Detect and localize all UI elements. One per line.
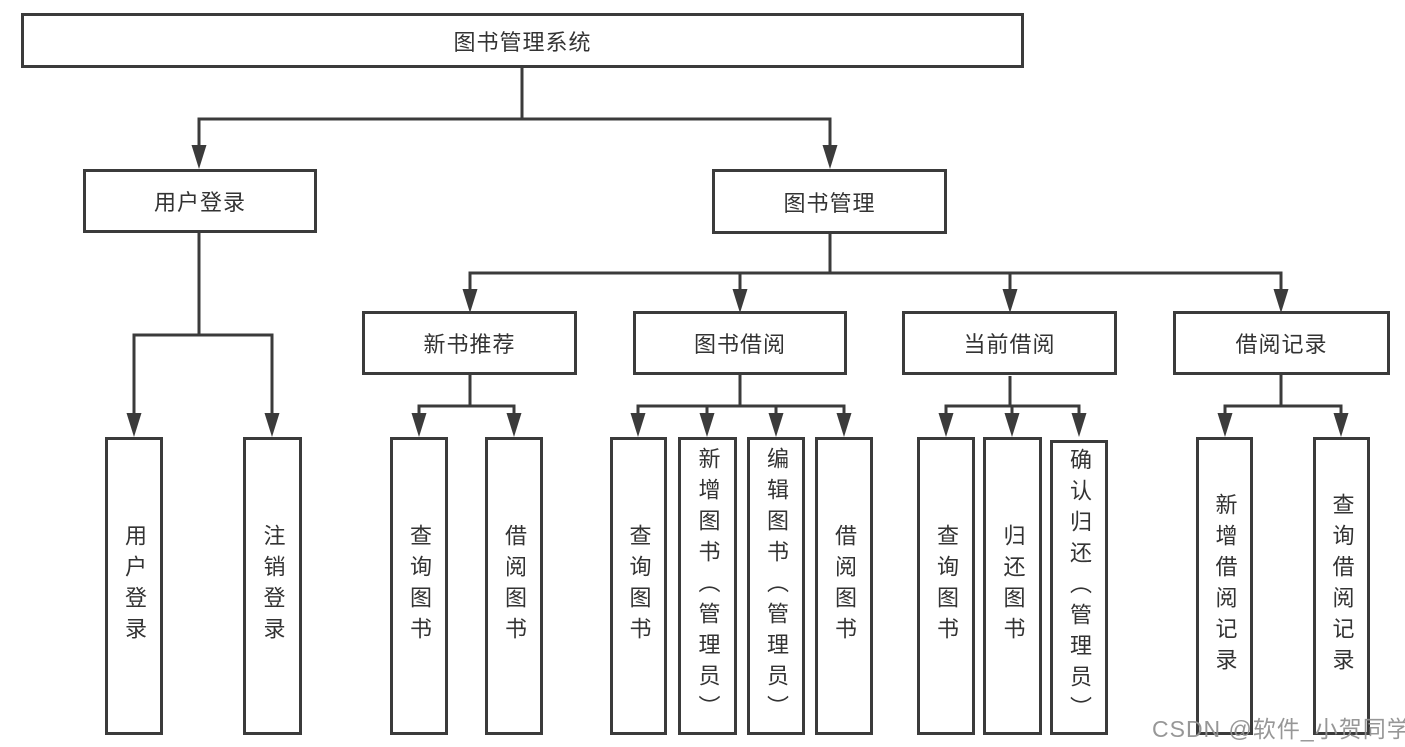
node-book-borrowing: 图书借阅 [633, 311, 847, 375]
leaf-label: 编辑图书（管理员） [764, 446, 789, 726]
node-label: 图书管理 [783, 190, 876, 216]
leaf-query-books-recommend: 查询图书 [390, 437, 448, 735]
node-user-login: 用户登录 [83, 169, 317, 233]
node-book-management: 图书管理 [712, 169, 947, 234]
leaf-return-books: 归还图书 [983, 437, 1042, 735]
node-label: 当前借阅 [963, 332, 1056, 357]
node-library-management-system: 图书管理系统 [21, 13, 1024, 68]
leaf-label: 用户登录 [122, 524, 147, 648]
leaf-label: 确认归还（管理员） [1067, 448, 1092, 727]
node-label: 借阅记录 [1235, 332, 1328, 357]
leaf-borrow-books-recommend: 借阅图书 [485, 437, 543, 735]
leaf-add-book-admin: 新增图书（管理员） [678, 437, 737, 735]
leaf-user-login: 用户登录 [105, 437, 163, 735]
leaf-query-borrow-record: 查询借阅记录 [1313, 437, 1370, 735]
node-new-book-recommendation: 新书推荐 [362, 311, 577, 375]
node-label: 图书借阅 [693, 332, 786, 357]
leaf-label: 查询借阅记录 [1329, 493, 1355, 679]
node-current-borrowing: 当前借阅 [902, 311, 1117, 375]
leaf-query-books-current: 查询图书 [917, 437, 975, 735]
node-label: 图书管理系统 [453, 29, 592, 55]
leaf-label: 查询图书 [934, 524, 959, 648]
leaf-label: 借阅图书 [832, 524, 857, 648]
leaf-label: 借阅图书 [502, 524, 527, 648]
leaf-label: 新增图书（管理员） [695, 446, 721, 726]
leaf-label: 查询图书 [407, 524, 432, 648]
leaf-label: 注销登录 [260, 524, 286, 648]
leaf-query-books-borrowing: 查询图书 [610, 437, 667, 735]
leaf-borrow-books-borrowing: 借阅图书 [815, 437, 873, 735]
leaf-label: 新增借阅记录 [1212, 493, 1238, 679]
leaf-label: 查询图书 [626, 524, 652, 648]
leaf-logout: 注销登录 [243, 437, 302, 735]
node-borrowing-records: 借阅记录 [1173, 311, 1390, 375]
node-label: 新书推荐 [423, 332, 516, 357]
csdn-watermark: CSDN @软件_小贺同学 [1152, 716, 1405, 742]
leaf-edit-book-admin: 编辑图书（管理员） [747, 437, 805, 735]
node-label: 用户登录 [153, 190, 246, 215]
leaf-add-borrow-record: 新增借阅记录 [1196, 437, 1253, 735]
leaf-confirm-return-admin: 确认归还（管理员） [1050, 440, 1108, 735]
leaf-label: 归还图书 [1000, 524, 1026, 648]
